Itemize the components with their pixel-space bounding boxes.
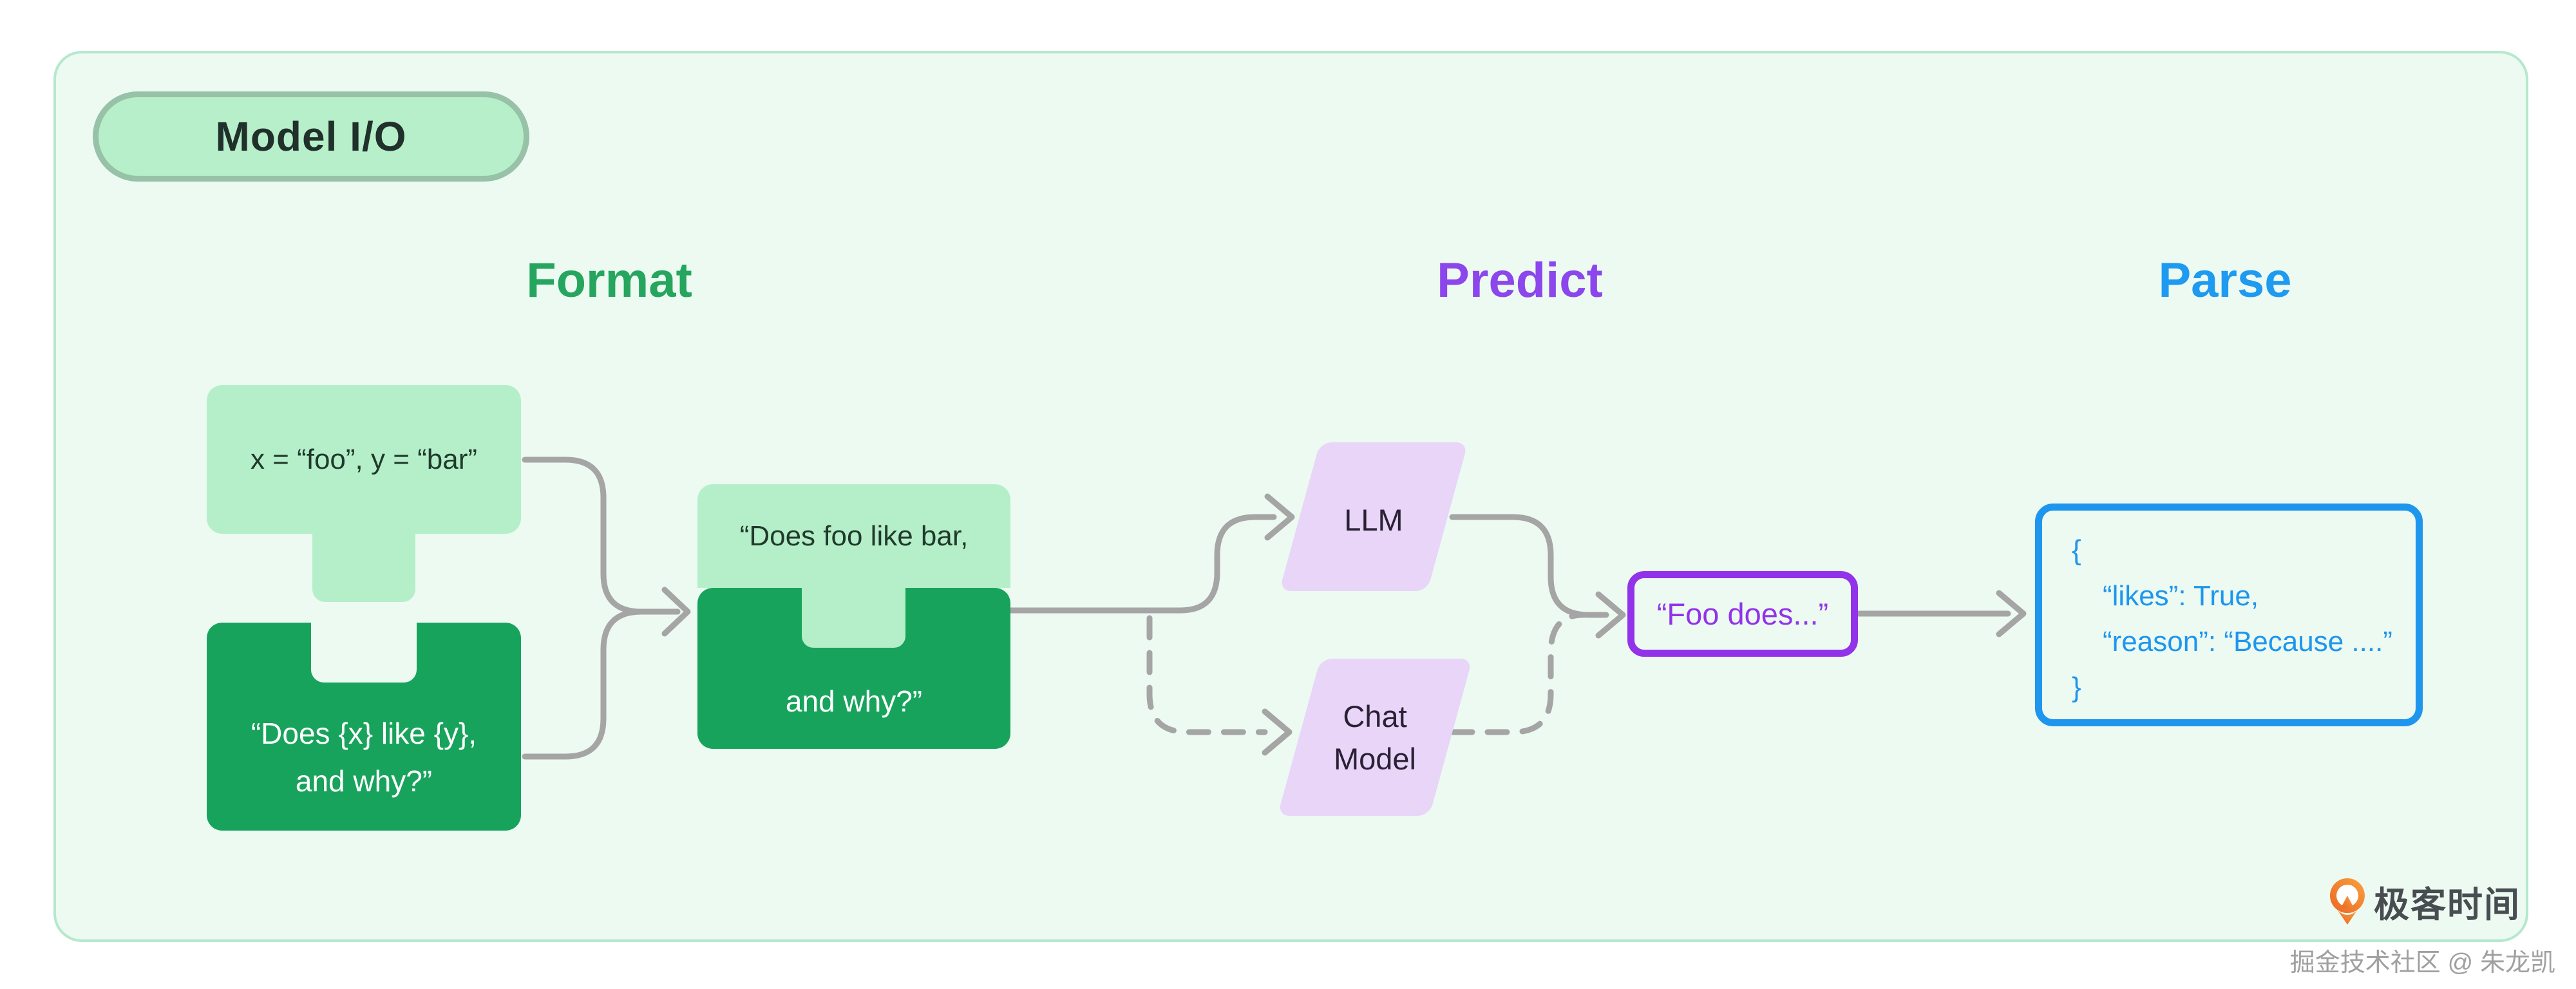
- chat-model-label-line1: Chat: [1343, 699, 1407, 733]
- chat-model-node-label: Chat Model: [1299, 695, 1451, 780]
- model-output-box: “Foo does...”: [1627, 571, 1858, 657]
- parsed-json-box: { “likes”: True, “reason”: “Because ....…: [2035, 504, 2423, 726]
- watermark-text: 掘金技术社区 @ 朱龙凯: [2289, 949, 2555, 977]
- json-line-likes: “likes”: True,: [2103, 580, 2259, 612]
- template-piece-text: “Does {x} like {y}, and why?”: [207, 710, 521, 805]
- combined-piece-bottom-text: and why?”: [785, 684, 923, 718]
- connector-combined-to-llm: [1007, 514, 1277, 614]
- format-header: Format: [526, 253, 692, 308]
- template-piece-notch: [311, 620, 417, 683]
- arrowhead-into-chat-model: [1262, 708, 1293, 756]
- combined-piece-top-text: “Does foo like bar,: [739, 520, 969, 552]
- geektime-brand-text: 极客时间: [2374, 885, 2521, 925]
- combined-piece-plug: [802, 588, 905, 648]
- arrowhead-into-llm: [1264, 493, 1295, 541]
- json-line-reason: “reason”: “Because ....”: [2103, 626, 2392, 657]
- template-piece-line1: “Does {x} like {y},: [251, 717, 477, 750]
- connector-llm-to-output: [1449, 514, 1609, 618]
- model-output-text: “Foo does...”: [1656, 597, 1829, 631]
- arrowhead-into-json: [1996, 590, 2027, 637]
- chat-model-label-line2: Model: [1333, 742, 1416, 776]
- json-line-open-brace: {: [2072, 534, 2081, 566]
- variables-piece-plug: [312, 534, 415, 602]
- model-io-badge: Model I/O: [93, 91, 529, 182]
- geektime-brand: 极客时间: [2329, 874, 2521, 928]
- predict-header: Predict: [1437, 253, 1603, 308]
- model-io-badge-label: Model I/O: [215, 113, 407, 160]
- connector-chat-model-to-output: [1450, 612, 1586, 735]
- arrowhead-into-combined: [661, 587, 691, 637]
- variables-piece-text: x = “foo”, y = “bar”: [250, 443, 478, 475]
- llm-node-label: LLM: [1344, 503, 1403, 537]
- connector-template-to-combined: [522, 608, 681, 760]
- json-line-close-brace: }: [2072, 672, 2081, 703]
- arrowhead-into-output: [1595, 591, 1626, 639]
- connector-variables-to-combined: [522, 457, 681, 615]
- geektime-logo-icon: [2329, 878, 2365, 925]
- parse-header: Parse: [2158, 253, 2292, 308]
- connector-combined-to-chat-model: [1146, 615, 1268, 735]
- combined-piece-prompt: “Does foo like bar,: [697, 484, 1010, 588]
- template-piece-line2: and why?”: [295, 764, 433, 798]
- variables-piece: x = “foo”, y = “bar”: [207, 385, 521, 534]
